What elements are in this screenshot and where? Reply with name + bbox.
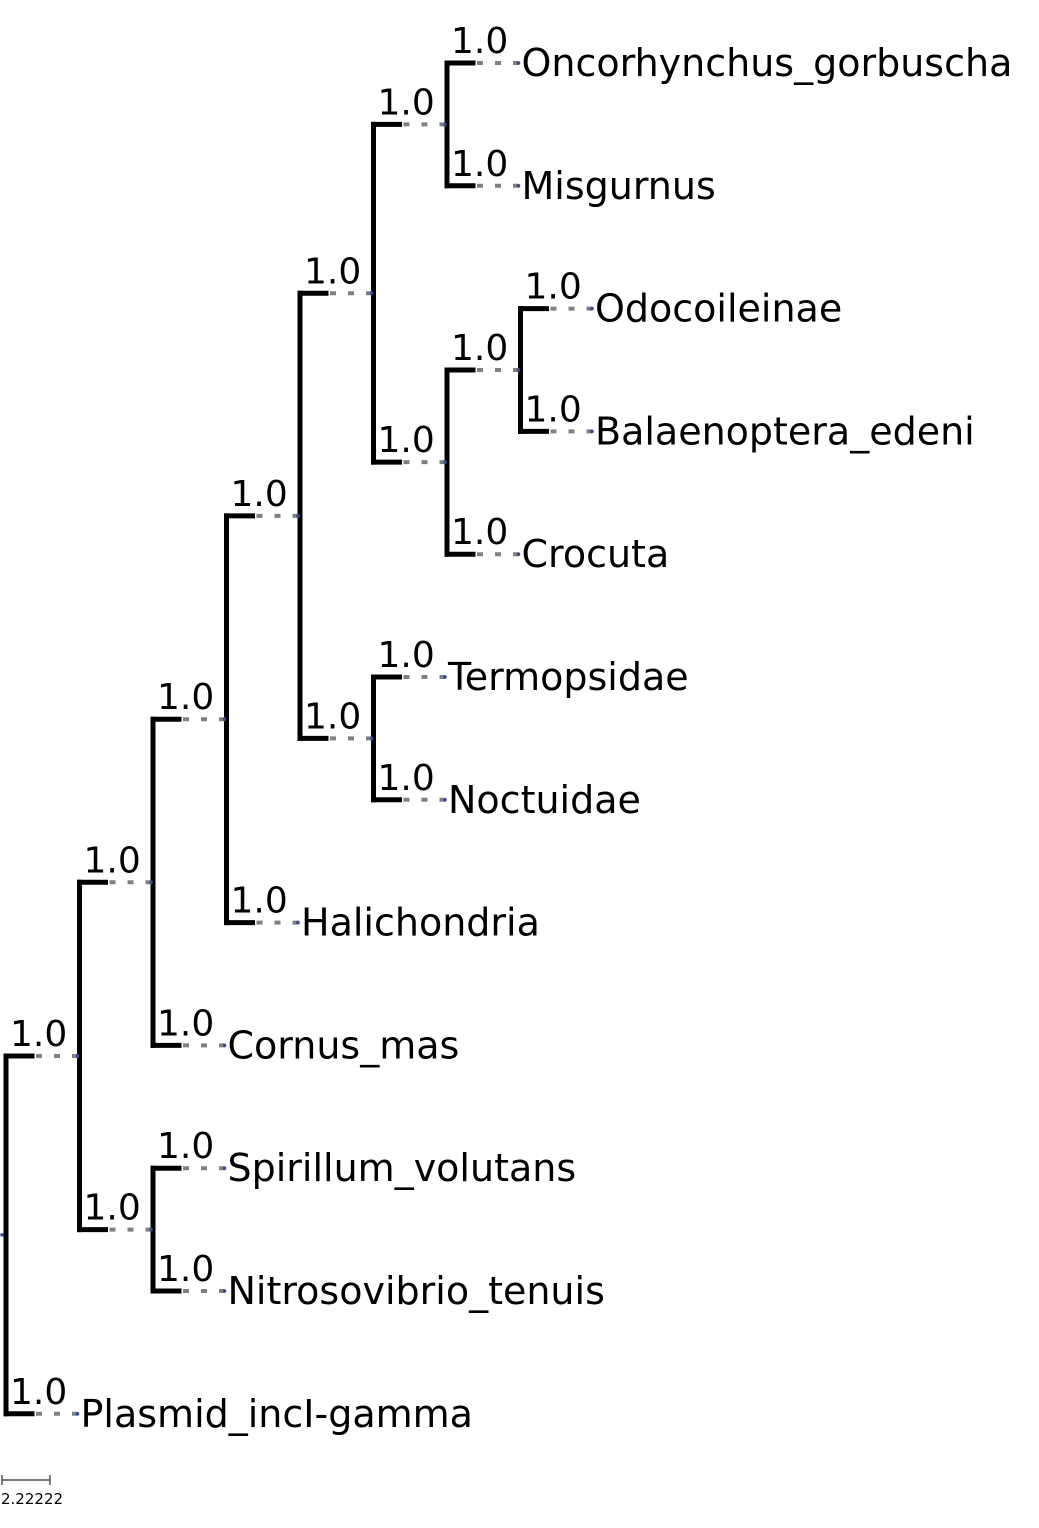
- node-dot-4-0: [443, 675, 447, 679]
- node-dot-8-0: [222, 1166, 227, 1170]
- leaf-label: Oncorhynchus_gorbuscha: [522, 41, 1013, 85]
- support-value: 1.0: [304, 696, 361, 737]
- tree-labels: 1.0 1.0 1.0 1.0 1.0 1.0 1.0 1.0 1.0 1.0 1.0 1.0 1.0 1…: [10, 21, 1012, 1436]
- support-value: 1.0: [84, 840, 141, 881]
- tree-branches: [0, 60, 594, 1417]
- leaf-label: Nitrosovibrio_tenuis: [228, 1269, 605, 1313]
- node-dot-5-0: [369, 291, 374, 296]
- node-dot-10-1: [75, 1412, 80, 1416]
- support-value: 1.0: [157, 1003, 214, 1044]
- scale-bar-label: 2.22222: [1, 1490, 63, 1508]
- node-dot-1-0: [590, 306, 594, 311]
- node-dot-3-1: [443, 460, 447, 464]
- node-dot-1-1: [590, 429, 594, 434]
- support-value: 1.0: [451, 328, 508, 369]
- support-value: 1.0: [157, 677, 214, 718]
- support-value: 1.0: [378, 82, 435, 123]
- support-value: 1.0: [451, 21, 508, 62]
- scale-bar: 2.22222: [1, 1475, 63, 1508]
- leaf-label: Misgurnus: [522, 164, 716, 208]
- leaf-label: Noctuidae: [448, 778, 641, 822]
- leaf-label: Spirillum_volutans: [228, 1146, 577, 1190]
- node-dot-0-0: [516, 61, 521, 65]
- node-dot-6-0: [296, 514, 300, 518]
- node-dot-9-0: [149, 880, 153, 885]
- support-value: 1.0: [378, 758, 435, 799]
- leaf-label: Cornus_mas: [228, 1023, 460, 1067]
- root-dot: [0, 1233, 4, 1237]
- support-value: 1.0: [231, 474, 288, 515]
- support-value: 1.0: [451, 512, 508, 553]
- leaf-label: Odocoileinae: [595, 287, 842, 331]
- support-value: 1.0: [84, 1188, 141, 1229]
- leaf-label: Termopsidae: [447, 655, 689, 699]
- node-dot-6-1: [296, 920, 300, 925]
- leaf-label: Halichondria: [301, 901, 540, 945]
- support-value: 1.0: [231, 881, 288, 922]
- node-dot-3-0: [443, 122, 447, 127]
- node-dot-2-1: [516, 552, 521, 556]
- node-dot-9-1: [149, 1227, 153, 1232]
- leaf-label: Plasmid_incI-gamma: [81, 1392, 473, 1436]
- leaf-label: Balaenoptera_edeni: [595, 409, 975, 453]
- support-value: 1.0: [10, 1372, 67, 1413]
- support-value: 1.0: [378, 635, 435, 676]
- leaf-label: Crocuta: [522, 532, 670, 576]
- node-dot-5-1: [369, 736, 374, 741]
- node-dot-8-1: [222, 1289, 227, 1293]
- support-value: 1.0: [525, 389, 582, 430]
- support-value: 1.0: [10, 1014, 67, 1055]
- support-value: 1.0: [157, 1249, 214, 1290]
- node-dot-7-0: [222, 717, 227, 722]
- support-value: 1.0: [451, 144, 508, 185]
- node-dot-7-1: [222, 1043, 227, 1048]
- node-dot-4-1: [443, 798, 447, 802]
- support-value: 1.0: [378, 420, 435, 461]
- support-value: 1.0: [304, 251, 361, 292]
- support-value: 1.0: [157, 1126, 214, 1167]
- support-value: 1.0: [525, 267, 582, 308]
- node-dot-0-1: [516, 184, 521, 188]
- node-dot-2-0: [516, 368, 521, 372]
- node-dot-10-0: [75, 1054, 80, 1058]
